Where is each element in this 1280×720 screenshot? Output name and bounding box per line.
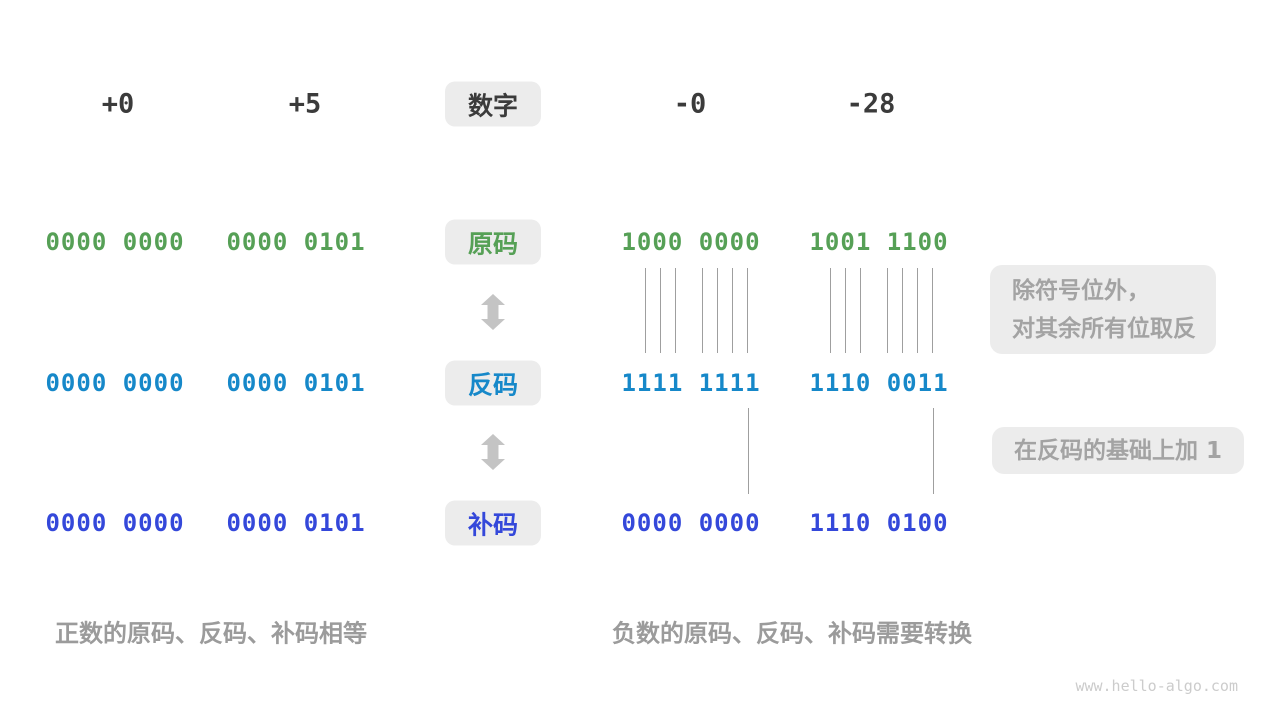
bit-connector-line [917, 268, 918, 353]
twos-complement-plus5: 0000 0101 [226, 509, 366, 537]
number-label-plus5: +5 [288, 88, 322, 120]
sign-magnitude-plus5: 0000 0101 [226, 228, 366, 256]
ones-complement-plus0: 0000 0000 [45, 369, 185, 397]
bit-connector-line [732, 268, 733, 353]
invert-note-line1: 除符号位外， [1012, 277, 1150, 304]
number-label-plus0: +0 [101, 88, 135, 120]
twos-complement-minus28: 1110 0100 [809, 509, 949, 537]
bit-connector-line [645, 268, 646, 353]
sign-magnitude-minus28: 1001 1100 [809, 228, 949, 256]
bit-connector-line [675, 268, 676, 353]
bit-connector-line [660, 268, 661, 353]
number-label-minus0: -0 [673, 88, 707, 120]
bit-connector-line [747, 268, 748, 353]
ones-complement-minus28: 1110 0011 [809, 369, 949, 397]
twos-complement-plus0: 0000 0000 [45, 509, 185, 537]
add-one-note: 在反码的基础上加 1 [992, 427, 1244, 474]
watermark: www.hello-algo.com [1075, 677, 1238, 695]
double-arrow-icon [481, 434, 505, 474]
ones-complement-plus5: 0000 0101 [226, 369, 366, 397]
number-label-minus28: -28 [846, 88, 896, 120]
chip-ones-complement: 反码 [445, 360, 541, 406]
bit-connector-line [845, 268, 846, 353]
double-arrow-icon [481, 294, 505, 334]
chip-number: 数字 [445, 81, 541, 127]
bit-connector-line [830, 268, 831, 353]
twos-complement-minus0: 0000 0000 [621, 509, 761, 537]
ones-complement-minus0: 1111 1111 [621, 369, 761, 397]
bit-connector-line [933, 408, 934, 494]
bit-connector-line [860, 268, 861, 353]
bit-connector-line [748, 408, 749, 494]
bit-connector-line [702, 268, 703, 353]
bit-connector-line [887, 268, 888, 353]
invert-note-line2: 对其余所有位取反 [1012, 315, 1196, 342]
invert-note: 除符号位外， 对其余所有位取反 [990, 265, 1216, 354]
bit-connector-line [932, 268, 933, 353]
bit-connector-line [902, 268, 903, 353]
sign-magnitude-minus0: 1000 0000 [621, 228, 761, 256]
caption-positive: 正数的原码、反码、补码相等 [55, 619, 367, 648]
bit-connector-line [717, 268, 718, 353]
chip-sign-magnitude: 原码 [445, 219, 541, 265]
add-one-note-text: 在反码的基础上加 1 [1014, 437, 1223, 464]
chip-twos-complement: 补码 [445, 500, 541, 546]
sign-magnitude-plus0: 0000 0000 [45, 228, 185, 256]
caption-negative: 负数的原码、反码、补码需要转换 [612, 619, 972, 648]
